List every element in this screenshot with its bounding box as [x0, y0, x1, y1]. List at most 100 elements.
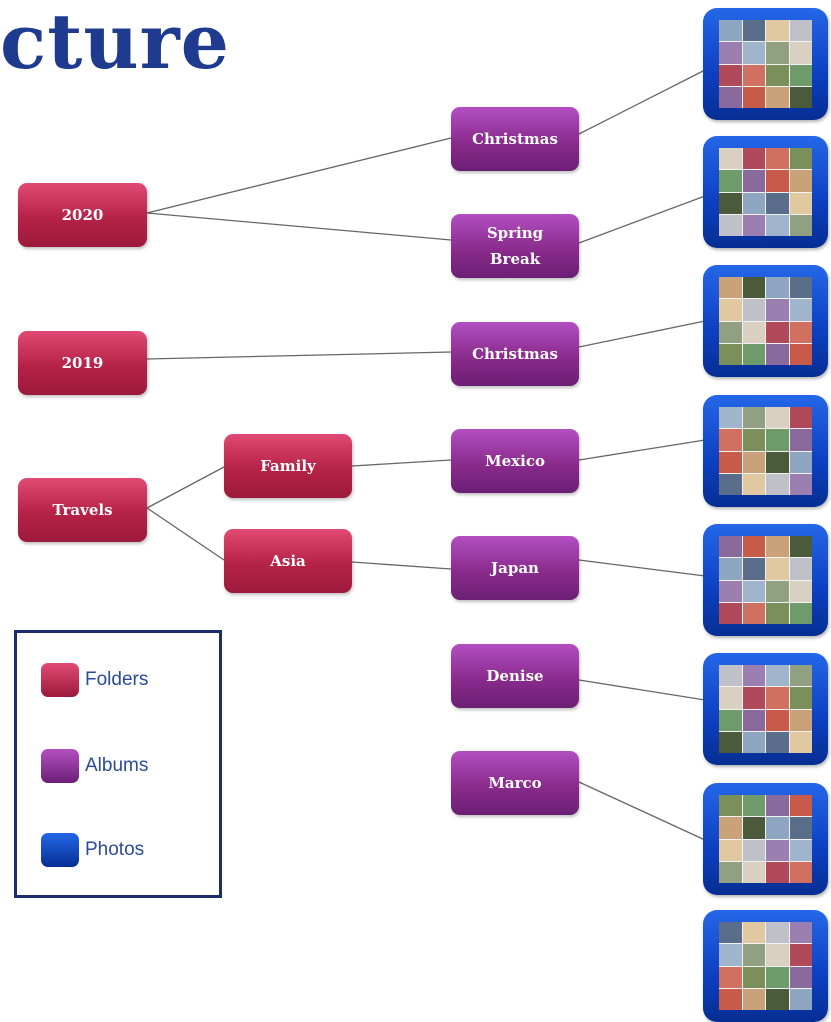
collage-tile [789, 709, 812, 731]
collage-tile [766, 817, 789, 839]
collage-tile [719, 451, 742, 473]
collage-tile [766, 839, 789, 861]
collage-tile [789, 429, 812, 451]
collage-tile [766, 277, 789, 299]
collage-tile [719, 922, 742, 944]
photo-collage-icon [719, 407, 812, 495]
photos-japan[interactable] [703, 524, 828, 636]
collage-tile [789, 321, 812, 343]
collage-tile [719, 687, 742, 709]
collage-tile [719, 580, 742, 602]
collage-tile [742, 20, 765, 42]
collage-tile [719, 795, 742, 817]
collage-tile [742, 451, 765, 473]
album-denise[interactable]: Denise [451, 644, 579, 708]
collage-tile [789, 687, 812, 709]
photos-denise[interactable] [703, 653, 828, 765]
photo-collage-icon [719, 795, 812, 883]
collage-tile [789, 214, 812, 236]
collage-tile [719, 170, 742, 192]
legend-item-folders: Folders [41, 663, 148, 697]
photos-christmas-2020[interactable] [703, 8, 828, 120]
album-christmas-2020[interactable]: Christmas [451, 107, 579, 171]
collage-tile [719, 42, 742, 64]
collage-tile [789, 299, 812, 321]
collage-tile [742, 709, 765, 731]
link-asia-japan [351, 561, 452, 570]
collage-tile [742, 817, 765, 839]
album-japan[interactable]: Japan [451, 536, 579, 600]
collage-tile [719, 20, 742, 42]
folder-family-label: Family [260, 457, 316, 475]
link-spring-break-photos [578, 195, 706, 244]
folder-asia-label: Asia [270, 552, 306, 570]
collage-tile [789, 192, 812, 214]
collage-tile [789, 988, 812, 1010]
folder-asia[interactable]: Asia [224, 529, 352, 593]
folder-2019[interactable]: 2019 [18, 331, 147, 395]
collage-tile [742, 473, 765, 495]
collage-tile [789, 407, 812, 429]
collage-tile [742, 536, 765, 558]
collage-tile [789, 602, 812, 624]
collage-tile [766, 170, 789, 192]
collage-tile [766, 795, 789, 817]
collage-tile [742, 861, 765, 883]
photos-spring-break[interactable] [703, 136, 828, 248]
link-mexico-photos [578, 439, 706, 461]
collage-tile [766, 214, 789, 236]
photo-collage-icon [719, 922, 812, 1010]
collage-tile [719, 214, 742, 236]
collage-tile [742, 602, 765, 624]
collage-tile [766, 922, 789, 944]
link-travels-asia [146, 507, 225, 561]
photos-christmas-2019[interactable] [703, 265, 828, 377]
photos-mexico[interactable] [703, 395, 828, 507]
collage-tile [766, 709, 789, 731]
collage-tile [742, 407, 765, 429]
collage-tile [742, 277, 765, 299]
collage-tile [742, 42, 765, 64]
collage-tile [719, 839, 742, 861]
collage-tile [719, 429, 742, 451]
collage-tile [766, 966, 789, 988]
collage-tile [719, 944, 742, 966]
collage-tile [719, 407, 742, 429]
collage-tile [766, 687, 789, 709]
photos-marco[interactable] [703, 783, 828, 895]
collage-tile [742, 966, 765, 988]
collage-tile [719, 602, 742, 624]
collage-tile [719, 148, 742, 170]
album-marco-label: Marco [488, 774, 542, 792]
collage-tile [742, 687, 765, 709]
folder-travels[interactable]: Travels [18, 478, 147, 542]
collage-tile [719, 277, 742, 299]
album-marco[interactable]: Marco [451, 751, 579, 815]
folder-swatch [41, 663, 79, 697]
photo-collage-icon [719, 665, 812, 753]
album-japan-label: Japan [491, 559, 539, 577]
album-christmas-2019-label: Christmas [472, 345, 558, 363]
album-christmas-2019[interactable]: Christmas [451, 322, 579, 386]
collage-tile [742, 192, 765, 214]
folder-family[interactable]: Family [224, 434, 352, 498]
album-mexico[interactable]: Mexico [451, 429, 579, 493]
collage-tile [789, 839, 812, 861]
photos-unlinked[interactable] [703, 910, 828, 1022]
album-spring-break[interactable]: Spring Break [451, 214, 579, 278]
album-denise-label: Denise [486, 667, 544, 685]
collage-tile [766, 148, 789, 170]
folder-2020[interactable]: 2020 [18, 183, 147, 247]
page-title: cture [0, 0, 231, 86]
link-2019-christmas [146, 351, 452, 360]
collage-tile [719, 536, 742, 558]
collage-tile [766, 988, 789, 1010]
album-spring-break-label: Spring Break [486, 224, 544, 268]
collage-tile [742, 321, 765, 343]
collage-tile [766, 343, 789, 365]
collage-tile [719, 665, 742, 687]
collage-tile [766, 321, 789, 343]
legend-item-albums: Albums [41, 749, 148, 783]
collage-tile [789, 42, 812, 64]
folder-travels-label: Travels [52, 501, 113, 519]
